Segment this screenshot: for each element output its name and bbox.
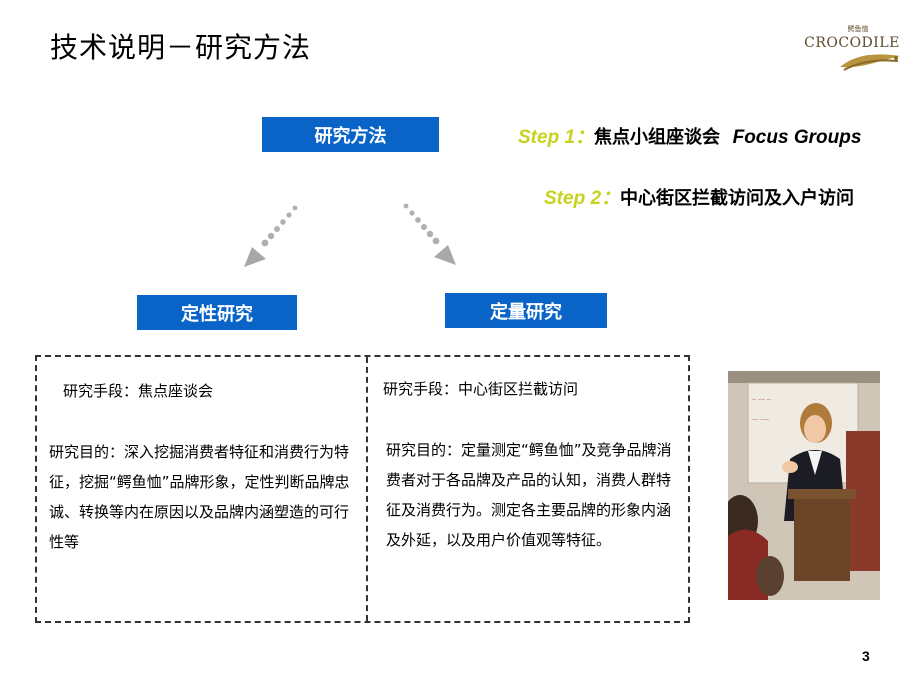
qualitative-means: 研究手段：焦点座谈会 bbox=[63, 382, 214, 400]
presenter-photo: -- --- -- --- ---- bbox=[722, 371, 880, 600]
logo-cn-text: 鳄鱼恤 bbox=[848, 24, 869, 33]
research-method-box: 研究方法 bbox=[262, 117, 439, 152]
arrow-down-right-icon bbox=[434, 245, 456, 265]
arrow-down-left-icon bbox=[244, 247, 266, 267]
step-1-english: Focus Groups bbox=[732, 127, 862, 148]
research-detail-panel bbox=[35, 355, 690, 623]
step-2-text: 中心街区拦截访问及入户访问 bbox=[620, 188, 855, 209]
quantitative-means: 研究手段：中心街区拦截访问 bbox=[383, 380, 579, 398]
qualitative-goal: 研究目的：深入挖掘消费者特征和消费行为特征，挖掘“鳄鱼恤”品牌形象，定性判断品牌… bbox=[49, 443, 350, 551]
logo-brand-text: CROCODILE bbox=[804, 35, 900, 51]
step-1: Step 1：焦点小组座谈会 Focus Groups bbox=[518, 127, 862, 148]
quantitative-goal: 研究目的：定量测定“鳄鱼恤”及竞争品牌消费者对于各品牌及产品的认知，消费人群特征… bbox=[386, 441, 672, 549]
page-title: 技术说明－研究方法 bbox=[50, 31, 312, 64]
quantitative-research-box: 定量研究 bbox=[445, 293, 607, 328]
flow-arrows bbox=[230, 195, 470, 275]
step-2-label: Step 2 bbox=[544, 188, 602, 209]
page-number: 3 bbox=[862, 648, 870, 664]
qualitative-research-box: 定性研究 bbox=[137, 295, 297, 330]
step-2: Step 2：中心街区拦截访问及入户访问 bbox=[544, 188, 855, 209]
crocodile-logo: 鳄鱼恤 CROCODILE bbox=[800, 20, 905, 75]
step-1-text: 焦点小组座谈会 bbox=[594, 127, 721, 148]
panel-divider bbox=[366, 357, 368, 621]
step-1-label: Step 1 bbox=[518, 127, 576, 148]
svg-text:-- --- --: -- --- -- bbox=[752, 396, 771, 403]
svg-text:--- ----: --- ---- bbox=[752, 416, 769, 423]
